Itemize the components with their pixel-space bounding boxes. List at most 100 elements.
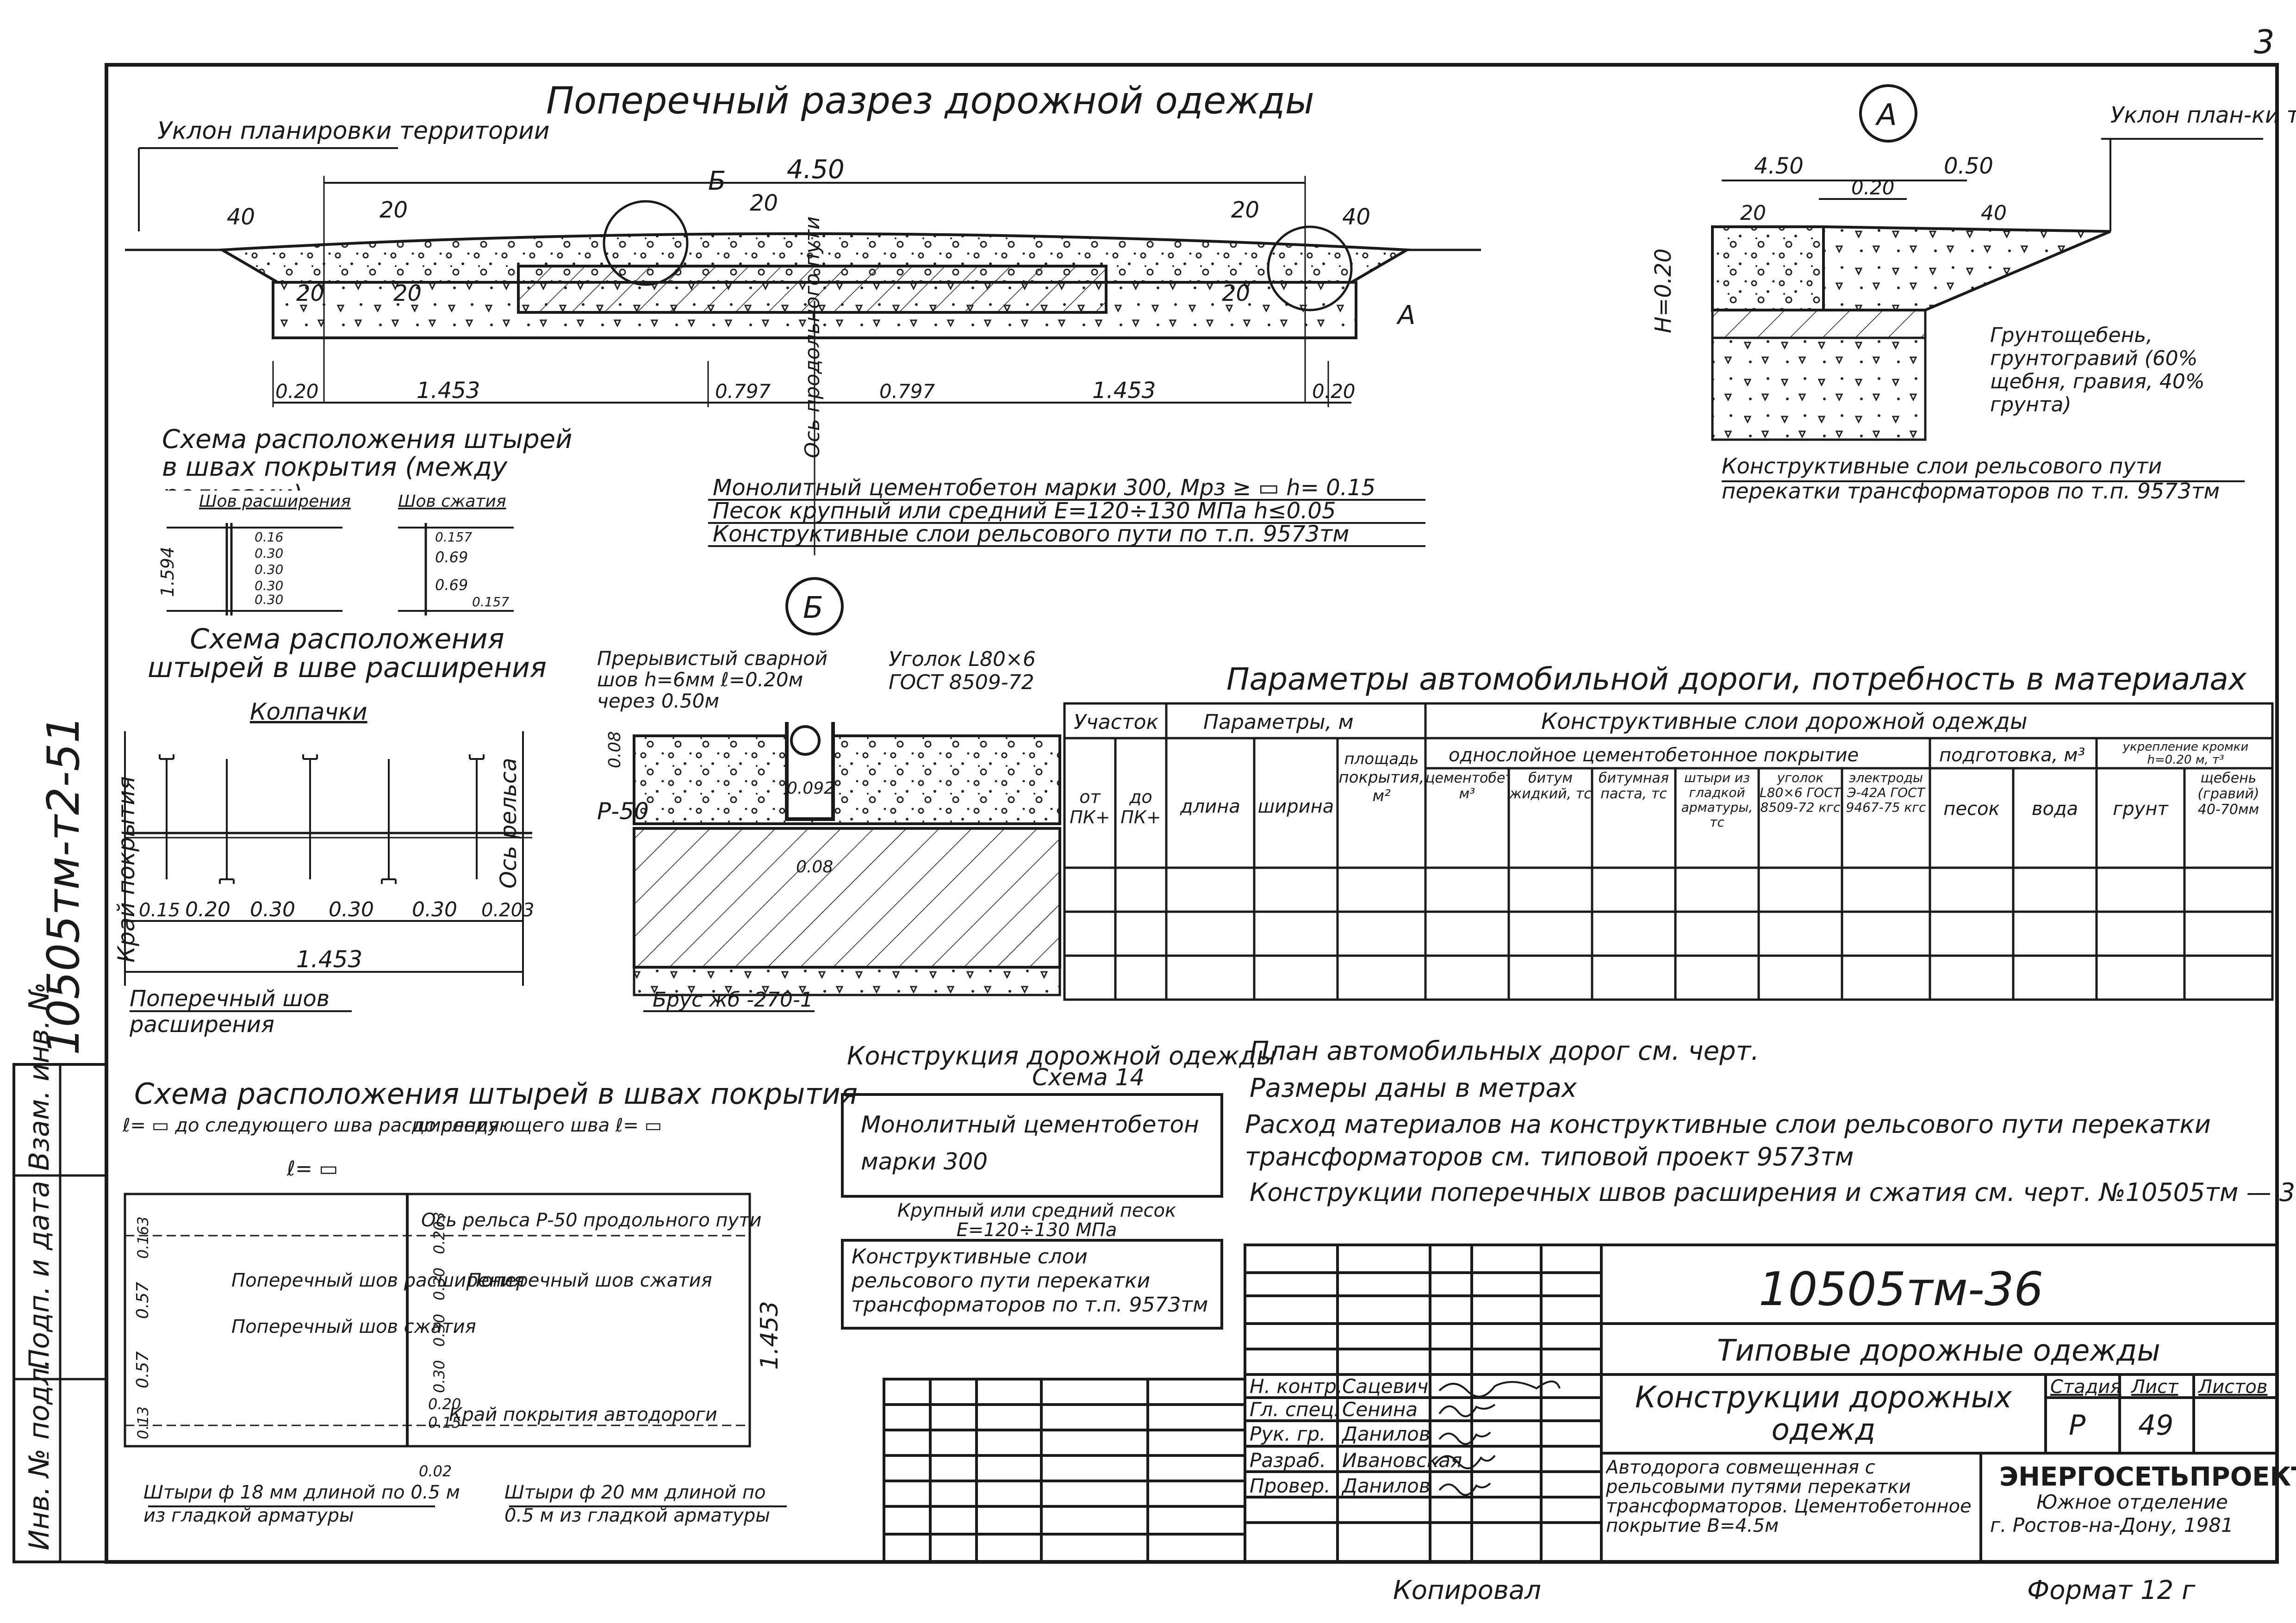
dowel-sc-3: 0.69 [435,576,468,594]
drawing-name: Конструкции дорожных одежд [1635,1381,2012,1447]
detail-b-dim-2: 0.092 [787,779,834,798]
stage-label: Стадия [2050,1376,2121,1398]
dim-4: 0.797 [879,380,935,403]
layer-3: Конструктивные слои рельсового пути по т… [713,521,1349,547]
exp-dim-6: 0.203 [481,900,535,921]
name-5: Данилов [1341,1474,1431,1497]
col-dowels: штыри из гладкой арматуры, тс [1681,771,1753,830]
dowel-sp-1: 0.16 [255,529,283,545]
dowel-label-expansion: Шов расширения [199,492,351,511]
dowel-plan-exp: Поперечный шов расширения [231,1270,524,1291]
dowel-joint-height: 1.594 [157,547,178,597]
footer-copied: Копировал [1393,1575,1541,1605]
th-single-layer: однослойное цементобетонное покрытие [1449,745,1859,766]
col-concrete: цементобетон, м³ [1425,771,1509,802]
detail-a-material: Грунтощебень, грунтогравий (60% щебня, г… [1990,324,2205,417]
detail-a-slope-20: 20 [1740,201,1766,225]
dowel-plan-next-left: ℓ= ▭ до следующего шва расширения [122,1115,499,1136]
org-city: г. Ростов-на-Дону, 1981 [1990,1514,2234,1536]
detail-a-slope-40: 40 [1981,201,2007,225]
dowel-plan-dm-4: 0.30 [430,1360,448,1393]
dowel-plan-rail-axis: Ось рельса Р-50 продольного пути [421,1210,762,1231]
detail-a-dim-1: 4.50 [1754,153,1804,179]
col-water: вода [2031,798,2078,820]
col-electrodes: электроды Э-42А ГОСТ 9467-75 кгс [1846,771,1926,815]
detail-a-height: H=0.20 [1650,249,1676,333]
col-angle: уголок L80×6 ГОСТ 8509-72 кгс [1760,771,1841,815]
col-to: до ПК+ [1120,787,1161,827]
name-1: Сацевич [1342,1375,1428,1398]
sheet-label: Лист [2130,1376,2179,1398]
exp-dim-1: 0.15 [139,900,180,921]
org-name: ЭНЕРГОСЕТЬПРОЕКТ [1999,1462,2296,1492]
name-4: Ивановская [1342,1449,1462,1472]
dowel-scheme-expansion-title: Схема расположения штырей в шве расширен… [147,625,547,684]
col-gravel: щебень (гравий) 40-70мм [2197,771,2259,818]
exp-dim-4: 0.30 [329,898,374,921]
marker-b-section: Б [708,166,726,196]
notes: План автомобильных дорог см. черт. Разме… [1245,1036,2296,1207]
dowel-plan-l: ℓ= ▭ [286,1157,338,1181]
slope-left-label: Уклон планировки территории [157,117,550,145]
dowel-sp-2: 0.30 [255,546,283,561]
th-layers: Конструктивные слои дорожной одежды [1541,709,2028,734]
dowel-plan-dm-1: 0.203 [430,1212,448,1254]
dowel-plan-title: Схема расположения штырей в швах покрыти… [134,1077,858,1111]
sheet-value: 49 [2138,1409,2173,1442]
total-width: 4.50 [787,155,845,185]
role-4: Разраб. [1250,1449,1326,1472]
th-params: Параметры, м [1203,710,1354,734]
cross-section-title: Поперечный разрез дорожной одежды [546,79,1314,122]
dim-6: 0.20 [1312,380,1356,403]
axis-label: Ось продольного пути [801,217,824,459]
signatures [1434,1380,1561,1496]
dowel-plan: Схема расположения штырей в швах покрыти… [122,1077,858,1526]
exp-joint-label: Поперечный шов расширения [130,986,330,1038]
dowel-sc-4: 0.157 [472,594,509,609]
dowel-plan-total: 1.453 [756,1301,784,1370]
dowel-sc-1: 0.157 [435,529,472,545]
dowel-plan-contr2: Поперечный шов сжатия [467,1270,712,1291]
dim-2: 1.453 [417,378,480,404]
dowel-plan-dm-3: 0.30 [430,1314,448,1347]
dowel-label-contraction: Шов сжатия [398,492,506,511]
dowel-sp-3: 0.30 [255,562,283,577]
slope-8: 20 [296,280,324,306]
construction-sand: Крупный или средний песок E=120÷130 МПа [897,1201,1176,1241]
th-shoulder: укрепление кромки h=0.20 м, т³ [2122,740,2249,767]
project-name: Типовые дорожные одежды [1717,1334,2160,1368]
stage-value: Р [2069,1409,2086,1442]
dowel-scheme-joints: Схема расположения штырей в швах покрыти… [157,426,572,616]
params-table: Параметры автомобильной дороги, потребно… [1063,661,2274,1001]
role-5: Провер. [1250,1474,1331,1497]
detail-a-marker: А [1875,98,1897,132]
dowel-plan-dm-2: 0.30 [430,1268,448,1300]
construction-subtitle: Схема 14 [1032,1064,1145,1091]
slope-4: 20 [1231,197,1259,223]
detail-b: Б Прерывистый сварной шов h=6мм ℓ=0.20м … [597,577,1061,1012]
detail-b-rail: Р-50 [597,798,649,825]
dim-5: 1.453 [1092,378,1156,404]
dim-3: 0.797 [715,380,771,403]
construction-scheme: Конструкция дорожной одежды Схема 14 Мон… [841,1041,1276,1330]
dim-1: 0.20 [275,380,319,403]
detail-a: А Уклон план-ки территории 4.50 0.50 0.2… [1650,84,2296,504]
left-strip-replace: Взам. инв. № [23,983,56,1171]
exp-total: 1.453 [296,946,362,973]
role-3: Рук. гр. [1250,1423,1325,1445]
role-1: Н. контр. [1250,1375,1343,1398]
left-strip: Инв. № подл. Подп. и дата Взам. инв. № 1… [12,715,108,1563]
slope-1: 40 [227,204,255,230]
note-1: План автомобильных дорог см. черт. [1250,1036,1759,1066]
exp-dim-2: 0.20 [185,898,230,921]
detail-b-weld: Прерывистый сварной шов h=6мм ℓ=0.20м че… [597,648,828,712]
name-3: Данилов [1341,1423,1431,1445]
dowel-plan-dm-7: 0.02 [419,1462,452,1480]
note-2: Размеры даны в метрах [1250,1073,1577,1103]
construction-title: Конструкция дорожной одежды [847,1041,1276,1070]
dowel-plan-dm-6: 0.15 [428,1414,461,1431]
doc-number: 10505тм-36 [1759,1262,2043,1316]
col-area: площадь покрытия, м² [1338,750,1425,805]
dowel-plan-dl-4: 0.13 [134,1406,152,1439]
dowel-plan-dl-1: 0.163 [134,1216,152,1259]
